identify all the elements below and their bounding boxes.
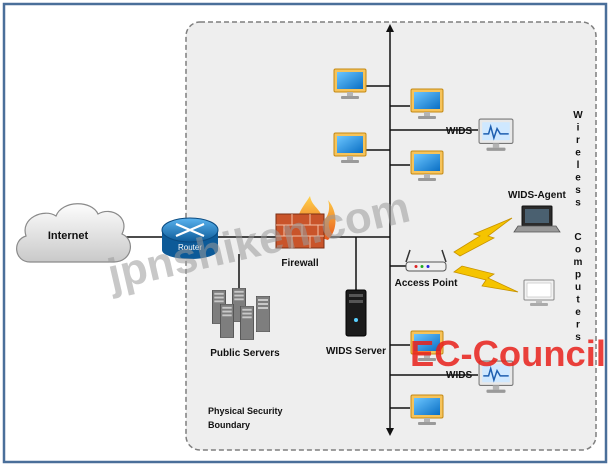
public-servers-label: Public Servers xyxy=(210,348,280,359)
vertical-label-letter: s xyxy=(575,185,581,196)
wireless-signal-icon xyxy=(453,217,513,257)
backbone-arrow-up-icon xyxy=(386,24,394,32)
wids-agent-laptop-icon xyxy=(513,205,561,233)
vertical-label-letter: e xyxy=(575,307,581,318)
vertical-label-letter: e xyxy=(575,173,581,184)
vertical-label-letter: s xyxy=(575,332,581,343)
vertical-label-letter: l xyxy=(577,160,580,171)
wids-top-label: WIDS xyxy=(446,126,472,137)
wireless-signal-icon xyxy=(453,265,519,293)
backbone-arrow-down-icon xyxy=(386,428,394,436)
internet-cloud-icon xyxy=(16,203,131,263)
internet-label: Internet xyxy=(48,230,89,242)
vertical-label-letter: u xyxy=(575,282,581,293)
wids-bottom-label: WIDS xyxy=(446,370,472,381)
wids-server-label: WIDS Server xyxy=(326,346,386,357)
vertical-label-letter: e xyxy=(575,148,581,159)
vertical-label-letter: r xyxy=(576,135,580,146)
brand-watermark: EC-Council xyxy=(410,333,606,374)
router-label: Router xyxy=(178,243,202,252)
vertical-label-letter: r xyxy=(576,320,580,331)
vertical-label-letter: o xyxy=(575,245,581,256)
wids-agent-label: WIDS-Agent xyxy=(508,190,566,201)
vertical-label-letter: s xyxy=(575,198,581,209)
vertical-label-letter: t xyxy=(576,295,580,306)
vertical-label-letter: C xyxy=(574,232,581,243)
access-point-icon xyxy=(405,249,447,272)
wireless-computer-icon xyxy=(523,279,555,306)
wids-server-icon xyxy=(345,289,367,337)
firewall-label: Firewall xyxy=(281,258,318,269)
access-point-label: Access Point xyxy=(395,278,458,289)
boundary-label-line2: Boundary xyxy=(208,420,250,430)
vertical-label-letter: i xyxy=(577,123,580,134)
router-icon xyxy=(161,217,219,259)
vertical-label-letter: m xyxy=(574,257,583,268)
vertical-label-letter: W xyxy=(573,110,583,121)
connection-lines xyxy=(120,28,478,432)
vertical-label-letter: p xyxy=(575,270,581,281)
firewall-icon xyxy=(275,196,336,249)
boundary-label-line1: Physical Security xyxy=(208,406,283,416)
